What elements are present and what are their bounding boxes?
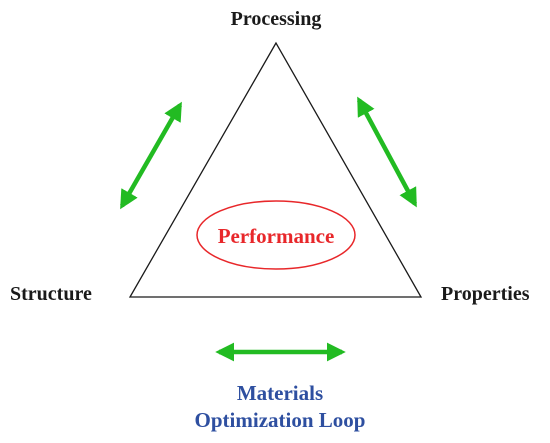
label-structure: Structure [10, 283, 92, 305]
caption-line-2: Optimization Loop [195, 408, 366, 432]
label-performance: Performance [218, 224, 335, 248]
triangle [128, 41, 423, 298]
arrow-processing-properties [357, 96, 417, 208]
caption-line-1: Materials [237, 381, 323, 405]
performance-ellipse [196, 200, 356, 270]
arrow-structure-processing [120, 101, 182, 210]
label-processing: Processing [231, 8, 322, 30]
label-properties: Properties [441, 283, 530, 305]
